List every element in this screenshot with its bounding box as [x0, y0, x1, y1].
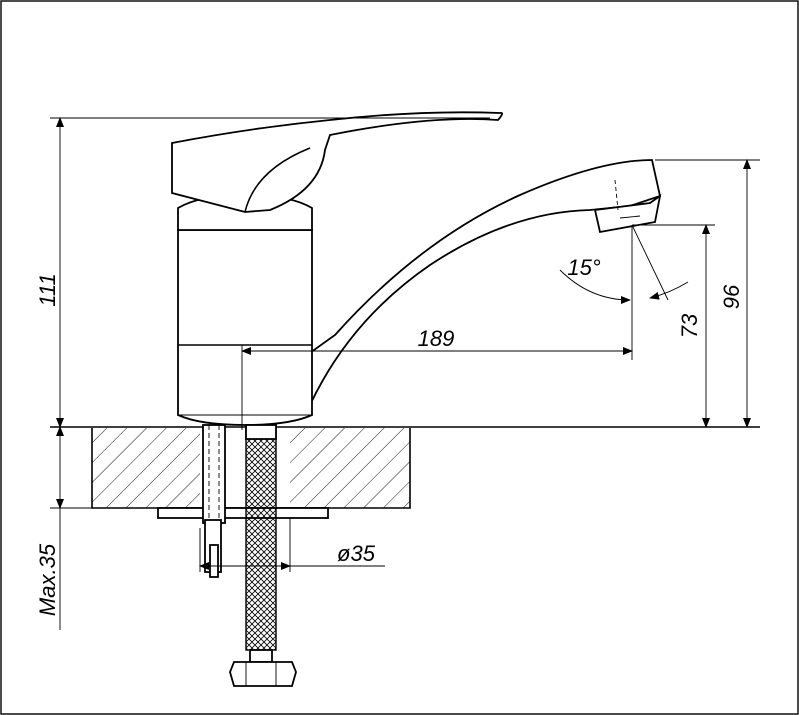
lever-handle [171, 111, 503, 213]
supply-connections [202, 424, 297, 687]
dim-hole-diameter: ø35 [337, 541, 376, 566]
dim-spout-reach: 189 [418, 326, 455, 351]
braided-hose [245, 424, 277, 651]
dim-spout-angle: 15° [567, 255, 600, 280]
mounting-plate [157, 507, 329, 519]
faucet-body [171, 111, 662, 426]
dimension-lines [50, 117, 760, 630]
spout [299, 159, 662, 408]
stud [202, 424, 226, 524]
dim-outlet-height: 73 [677, 313, 702, 338]
dim-height-total: 111 [35, 273, 60, 306]
countertop-section [50, 426, 760, 519]
dim-max-thickness: Max.35 [35, 543, 60, 616]
dim-spout-top-height: 96 [719, 284, 744, 309]
body-cylinder [177, 229, 313, 426]
aerator [593, 193, 662, 234]
hose-nut [229, 661, 297, 687]
